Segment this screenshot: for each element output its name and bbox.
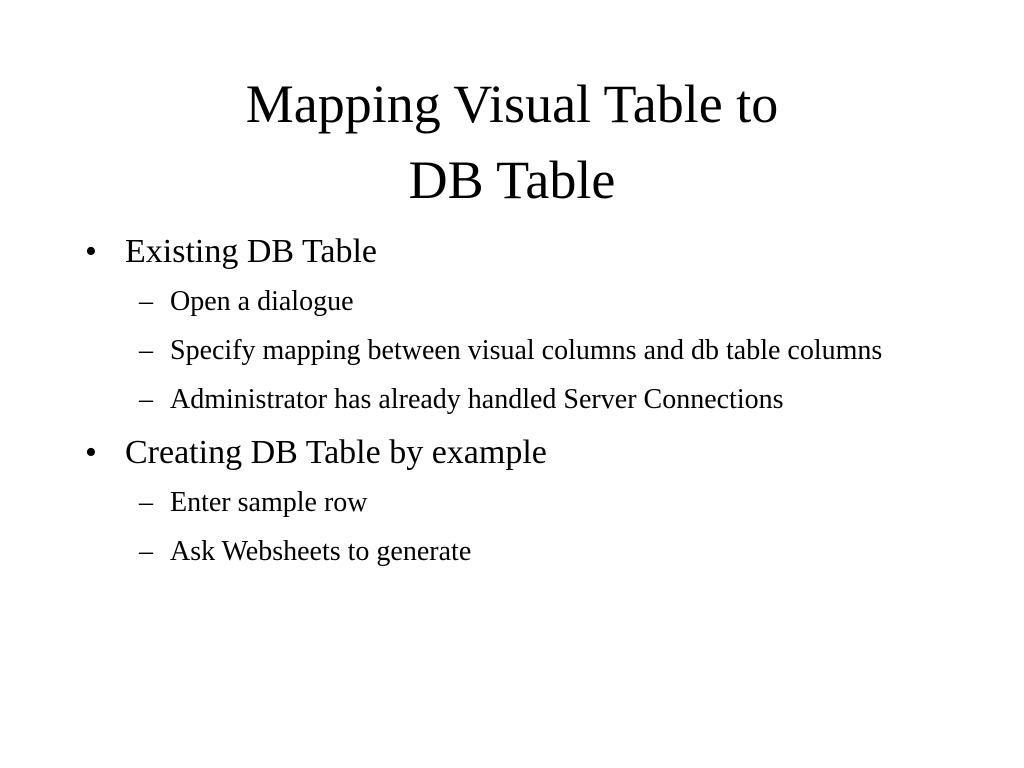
slide-body: • Existing DB Table – Open a dialogue – … (80, 228, 960, 581)
bullet-dot-icon: • (85, 233, 97, 270)
sub-bullet-item: – Enter sample row (80, 483, 960, 523)
dash-icon: – (139, 286, 153, 317)
bullet-text: Creating DB Table by example (125, 434, 547, 471)
sub-bullet-text: Enter sample row (170, 487, 368, 518)
sub-bullet-item: – Ask Websheets to generate (80, 532, 960, 572)
dash-icon: – (139, 487, 153, 518)
dash-icon: – (139, 335, 153, 366)
bullet-dot-icon: • (85, 434, 97, 471)
sub-bullet-text: Ask Websheets to generate (170, 536, 472, 567)
slide-title: Mapping Visual Table to DB Table (0, 66, 1024, 218)
bullet-text: Existing DB Table (125, 233, 377, 270)
slide-title-line-1: Mapping Visual Table to (245, 74, 779, 134)
sub-bullet-list: – Open a dialogue – Specify mapping betw… (80, 282, 960, 420)
sub-bullet-text: Open a dialogue (170, 286, 354, 317)
dash-icon: – (139, 536, 153, 567)
sub-bullet-text: Administrator has already handled Server… (170, 384, 784, 415)
sub-bullet-text: Specify mapping between visual columns a… (170, 335, 883, 366)
sub-bullet-list: – Enter sample row – Ask Websheets to ge… (80, 483, 960, 572)
slide-title-line-2: DB Table (408, 150, 616, 210)
bullet-item: • Creating DB Table by example (80, 429, 960, 477)
sub-bullet-item: – Open a dialogue (80, 282, 960, 322)
dash-icon: – (139, 384, 153, 415)
sub-bullet-item: – Administrator has already handled Serv… (80, 380, 960, 420)
sub-bullet-item: – Specify mapping between visual columns… (80, 331, 960, 371)
bullet-item: • Existing DB Table (80, 228, 960, 276)
